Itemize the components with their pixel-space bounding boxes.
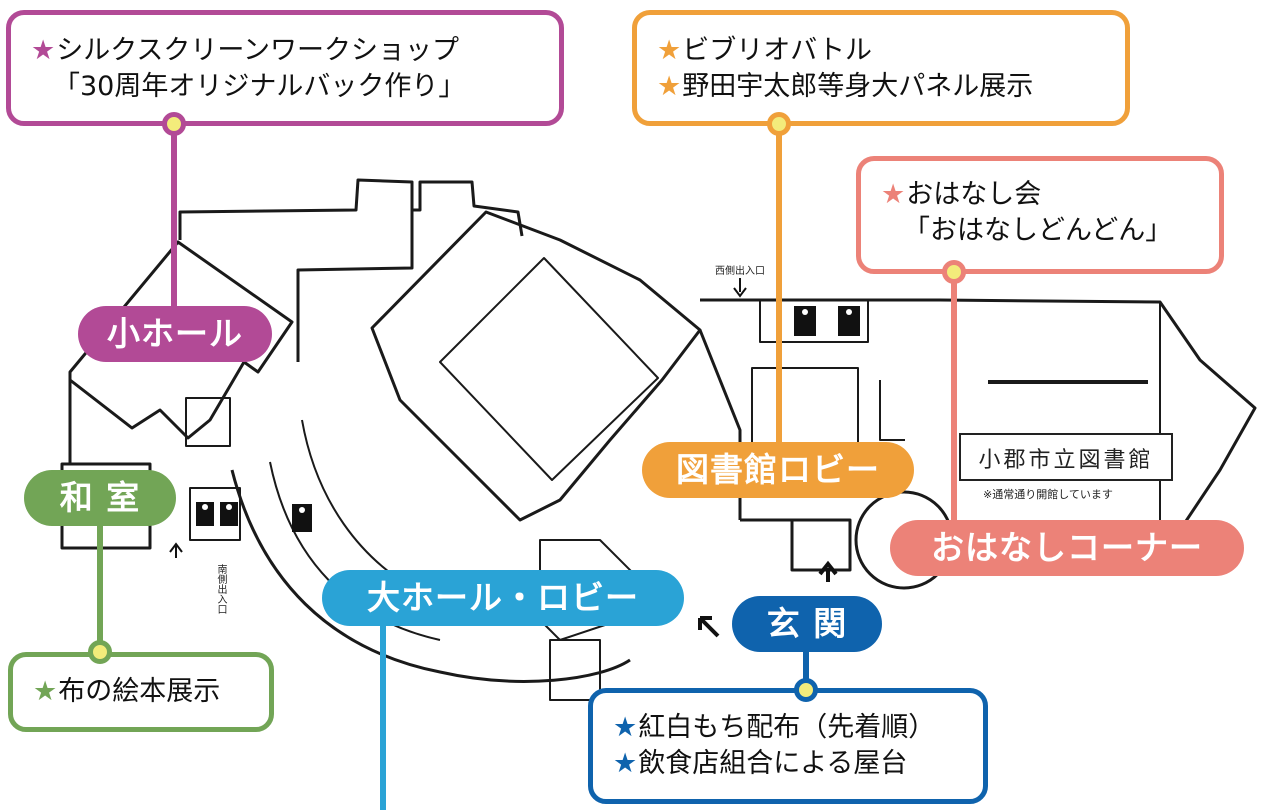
small-hall-dot [162, 112, 186, 136]
small-hall-outline [68, 240, 294, 440]
restroom-icon [794, 306, 816, 336]
ohanashi-line [951, 272, 957, 522]
star-icon: ★ [33, 676, 58, 707]
west-exit-arrow [733, 278, 747, 298]
restroom-icon [220, 502, 238, 526]
library-lobby-dot [767, 112, 791, 136]
star-icon: ★ [613, 712, 638, 743]
star-icon: ★ [657, 71, 682, 102]
library-inner [879, 380, 905, 441]
small-hall-event-2: 「30周年オリジナルバック作り」 [53, 71, 466, 102]
entrance-dot [794, 678, 818, 702]
lobby-arc-outer [230, 469, 631, 683]
big-hall-line [380, 626, 386, 810]
star-icon: ★ [881, 179, 906, 210]
washitsu-dot [88, 640, 112, 664]
ohanashi-event-1: ★おはなし会 [881, 179, 1042, 210]
south-stair [549, 639, 601, 701]
arrows [169, 278, 838, 638]
restroom-icon [196, 502, 214, 526]
entrance-label: 玄 関 [732, 596, 882, 652]
big-hall-outline [370, 210, 702, 522]
north-wall-west [178, 178, 524, 240]
ohanashi-events-box: ★おはなし会 「おはなしどんどん」 [856, 156, 1224, 274]
south-exit-label: 南側出入口 [176, 563, 227, 614]
entrance-line [803, 650, 809, 690]
washitsu-events-box: ★布の絵本展示 [8, 652, 274, 732]
library-name: 小郡市立図書館 [978, 448, 1153, 473]
south-exit-text: 南側出入口 [176, 563, 227, 614]
restroom-icon [838, 306, 860, 336]
restroom-west [189, 487, 241, 541]
library-lobby-event-2: ★野田宇太郎等身大パネル展示 [657, 71, 1034, 102]
library-note: ※通常通り開館しています [983, 487, 1113, 501]
library-lobby-line [776, 124, 782, 444]
south-exit-arrow [169, 542, 183, 558]
big-hall-stage [439, 257, 659, 481]
big-hall-lobby-label: 大ホール・ロビー [322, 570, 684, 626]
stair-west [185, 397, 231, 447]
star-icon: ★ [657, 35, 682, 66]
west-exit-label: 西側出入口 [715, 264, 765, 277]
entrance-outline [740, 518, 852, 572]
small-hall-events-box: ★シルクスクリーンワークショップ 「30周年オリジナルバック作り」 [6, 10, 564, 126]
library-sign-frame [959, 433, 1173, 481]
ohanashi-event-2: 「おはなしどんどん」 [903, 215, 1173, 246]
ohanashi-corner-label: おはなしコーナー [890, 520, 1244, 576]
entrance-events-box: ★紅白もち配布（先着順） ★飲食店組合による屋台 [588, 688, 988, 804]
lobby-arc-mid [301, 419, 421, 593]
washitsu-event-1: ★布の絵本展示 [33, 676, 221, 707]
entrance-event-2: ★飲食店組合による屋台 [613, 748, 908, 779]
ohanashi-dot [942, 260, 966, 284]
entrance-arrow [818, 560, 838, 582]
small-hall-line [171, 124, 177, 314]
library-lobby-event-1: ★ビブリオバトル [657, 35, 873, 66]
library-lobby-label: 図書館ロビー [642, 442, 914, 498]
entrance-event-1: ★紅白もち配布（先着順） [613, 712, 936, 743]
star-icon: ★ [613, 748, 638, 779]
small-hall-label: 小ホール [78, 306, 272, 362]
small-hall-event-1: ★シルクスクリーンワークショップ [31, 35, 460, 66]
library-room [751, 367, 859, 447]
star-icon: ★ [31, 35, 56, 66]
washitsu-line [97, 520, 103, 652]
library-lobby-events-box: ★ビブリオバトル ★野田宇太郎等身大パネル展示 [632, 10, 1130, 126]
restroom-icon [292, 504, 312, 532]
corner-arrow [698, 616, 720, 638]
washitsu-label: 和 室 [24, 470, 176, 526]
restroom-center [759, 299, 869, 343]
north-wing [296, 210, 414, 362]
restroom-icons [196, 306, 860, 532]
